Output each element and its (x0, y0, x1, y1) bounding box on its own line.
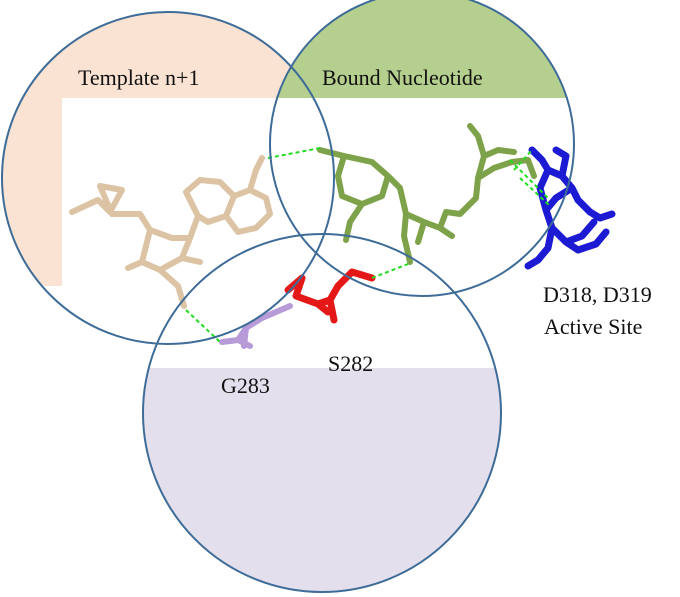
bound-nucleotide-label: Bound Nucleotide (322, 65, 483, 90)
bottom-region-fill (143, 368, 501, 592)
nucleotide-region-fill (277, 0, 567, 98)
g283-label: G283 (221, 373, 270, 398)
hydrogen-bonds (185, 147, 551, 343)
template-region-fill (2, 12, 314, 286)
s282-label: S282 (328, 351, 373, 376)
g283-molecule (219, 303, 293, 349)
template-circle (1, 11, 335, 345)
active-site-label-line2: Active Site (544, 314, 642, 339)
active-site-label-line1: D318, D319 (543, 282, 652, 307)
circle-outlines (1, 0, 575, 593)
active-site-molecule (524, 146, 616, 270)
s282-molecule (284, 268, 376, 324)
template-nucleotide-molecule (69, 155, 273, 309)
bottom-circle (142, 233, 502, 593)
template-label: Template n+1 (78, 65, 199, 90)
nucleotide-circle (269, 0, 575, 297)
bound-nucleotide-molecule (317, 123, 537, 265)
